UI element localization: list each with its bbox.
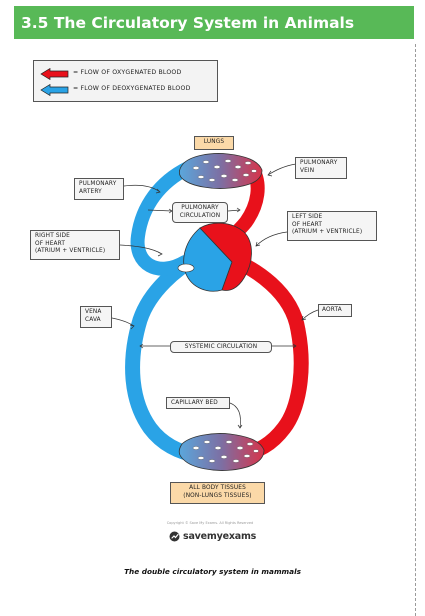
body-tissues-label-line2: (NON-LUNGS TISSUES) [183,492,252,499]
left-side-label-line2: OF HEART [292,221,323,228]
legend: = FLOW OF OXYGENATED BLOOD = FLOW OF DEO… [33,60,218,102]
heart-valve [177,263,195,273]
logo-mark-icon [169,531,180,541]
body-capillary-bed [178,433,265,471]
page-header: 3.5 The Circulatory System in Animals [14,6,414,39]
vena-cava-vessel [125,250,206,464]
systemic-circulation-label-text: SYSTEMIC CIRCULATION [184,343,258,350]
lung-capillaries [178,153,263,189]
page-edge-divider [415,44,416,616]
aorta-label-text: AORTA [322,307,342,313]
systemic-circulation-label: SYSTEMIC CIRCULATION [170,341,272,353]
lungs-label: LUNGS [194,136,234,150]
pulmonary-artery-vessel [130,161,195,276]
copyright-notice: Copyright © Save My Exams. All Rights Re… [166,521,254,525]
heart-left-side [199,222,252,291]
legend-label-deoxygenated: = FLOW OF DEOXYGENATED BLOOD [73,85,191,92]
right-side-label-line2: OF HEART [35,240,66,247]
pulmonary-vein-label: PULMONARY VEIN [295,157,347,179]
figure-caption: The double circulatory system in mammals [124,567,301,576]
right-side-heart-label: RIGHT SIDE OF HEART (ATRIUM + VENTRICLE) [30,230,120,260]
pulmonary-circulation-label: PULMONARY CIRCULATION [172,202,228,223]
heart-right-side [183,227,233,292]
vena-cava-label-text: VENA CAVA [85,309,102,323]
body-tissues-label-line1: ALL BODY TISSUES [189,485,246,491]
lungs-label-text: LUNGS [203,139,225,145]
left-side-label-line1: LEFT SIDE [292,214,323,220]
red-arrow-icon [40,68,69,80]
right-side-label-line3: (ATRIUM + VENTRICLE) [35,248,106,254]
aorta-vessel [220,250,309,464]
page-title: 3.5 The Circulatory System in Animals [21,14,355,32]
pulmonary-circulation-label-text: PULMONARY CIRCULATION [179,205,221,219]
pulmonary-artery-label: PULMONARY ARTERY [74,178,124,200]
body-tissues-label: ALL BODY TISSUES (NON-LUNGS TISSUES) [170,482,265,504]
pulmonary-vein-label-text: PULMONARY VEIN [300,160,338,174]
pulmonary-artery-label-text: PULMONARY ARTERY [79,181,117,195]
aorta-label: AORTA [318,304,352,317]
left-side-heart-label: LEFT SIDE OF HEART (ATRIUM + VENTRICLE) [287,211,377,241]
vena-cava-label: VENA CAVA [80,306,112,328]
blue-arrow-icon [40,84,69,96]
legend-label-oxygenated: = FLOW OF OXYGENATED BLOOD [73,69,182,76]
left-side-label-line3: (ATRIUM + VENTRICLE) [292,229,363,235]
label-pointers [111,163,319,429]
logo-text: savemyexams [183,530,257,542]
right-side-label-line1: RIGHT SIDE [35,233,70,239]
capillary-bed-label-text: CAPILLARY BED [171,399,218,406]
capillary-bed-label: CAPILLARY BED [166,397,230,409]
capillary-gaps [192,159,259,463]
savemyexams-logo: savemyexams [169,529,256,543]
